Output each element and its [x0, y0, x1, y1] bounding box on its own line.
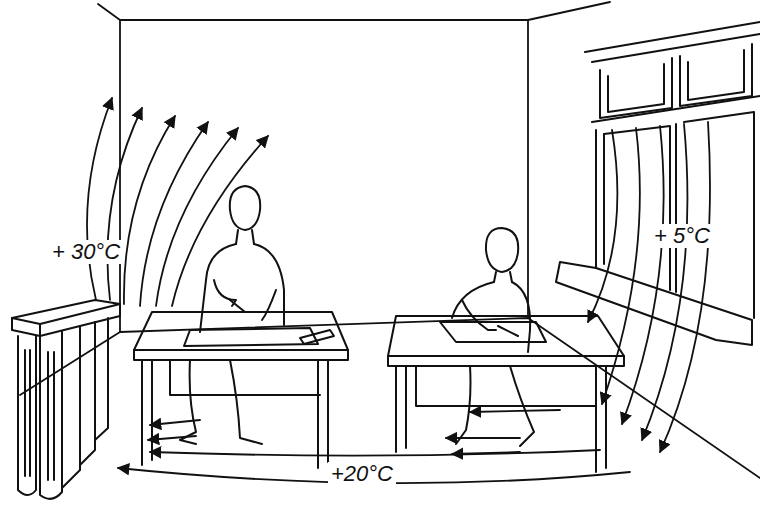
left-desk — [134, 312, 348, 468]
right-desk — [388, 316, 624, 472]
left-student — [180, 186, 284, 444]
right-student — [452, 228, 534, 446]
temperature-label: +20°C — [328, 462, 396, 486]
radiator — [12, 300, 120, 499]
temperature-label: + 5°C — [651, 224, 713, 248]
warm-air-arrows — [87, 98, 268, 306]
temperature-label: + 30°C — [49, 240, 123, 264]
cold-air-arrows — [588, 122, 710, 452]
window — [556, 22, 760, 345]
room-walls — [20, 2, 760, 478]
